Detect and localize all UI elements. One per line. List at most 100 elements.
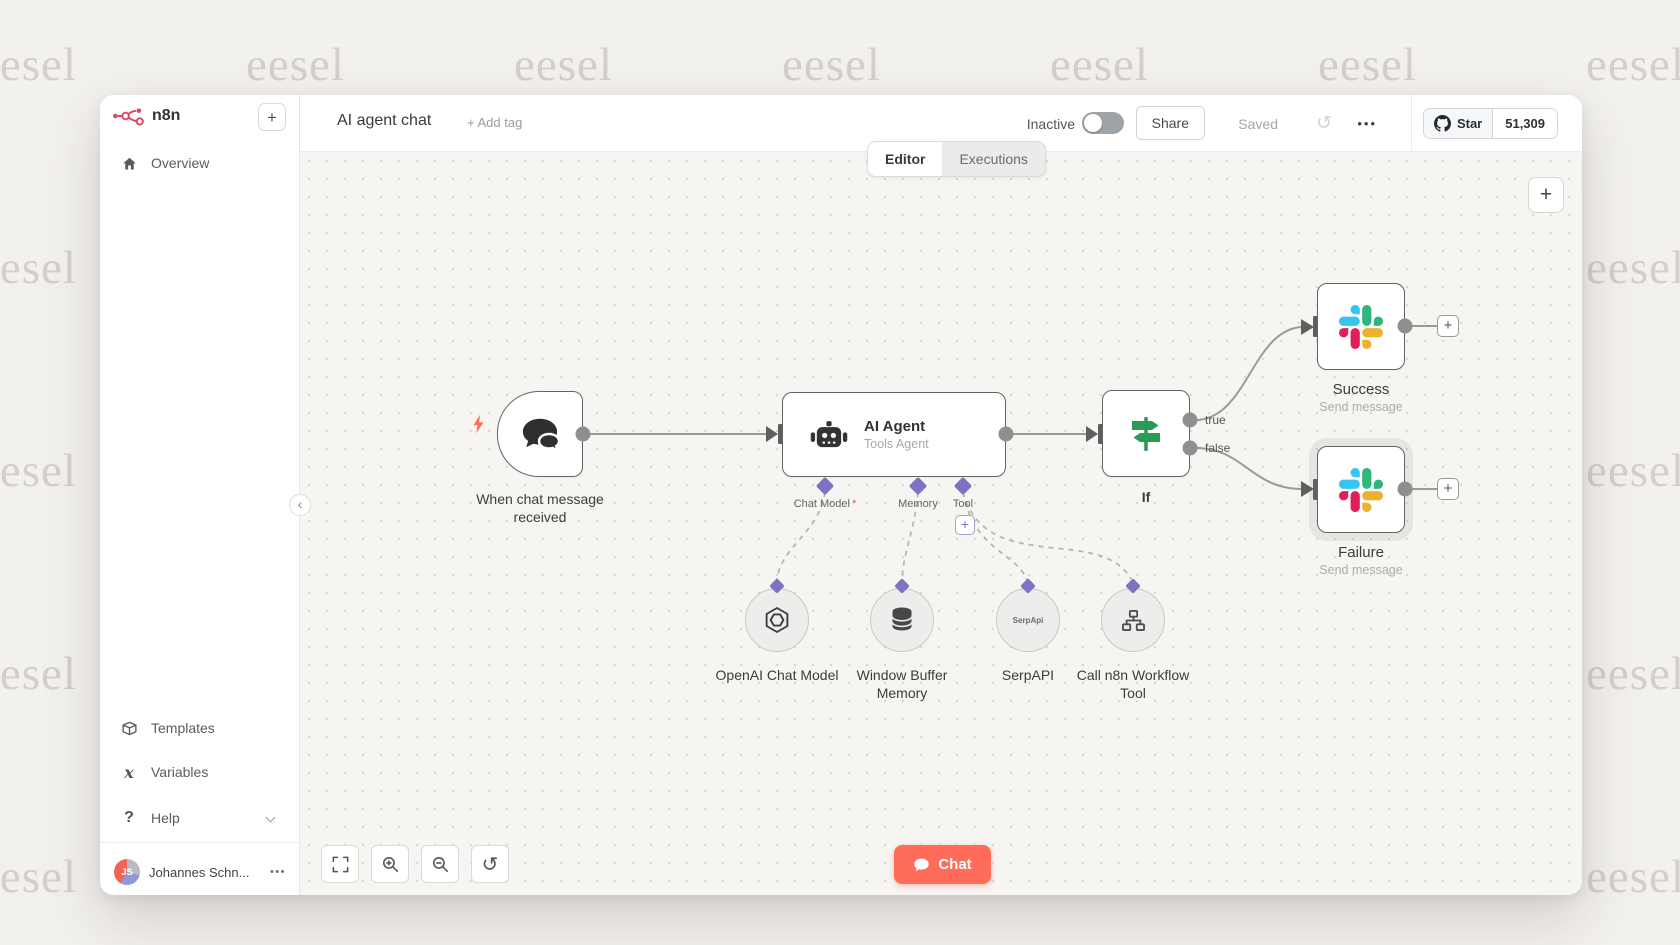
sidebar-item-help[interactable]: ? Help	[100, 798, 300, 838]
chevron-down-icon	[265, 812, 276, 823]
watermark-text: eesel	[0, 39, 77, 91]
user-menu[interactable]: JS Johannes Schn... •••	[100, 851, 300, 893]
watermark-text: eesel	[1586, 648, 1680, 700]
tab-executions[interactable]: Executions	[959, 151, 1028, 167]
node-call-n8n-workflow-tool[interactable]	[1101, 588, 1165, 652]
watermark-text: eesel	[1586, 242, 1680, 294]
fit-view-button[interactable]	[321, 845, 359, 883]
node-success-slack[interactable]	[1317, 283, 1405, 370]
success-add-next-button[interactable]: +	[1437, 315, 1459, 337]
node-label: Success	[1332, 381, 1390, 398]
variable-x-icon: x	[124, 762, 134, 782]
sidebar-collapse-button[interactable]: ‹	[289, 494, 311, 516]
sitemap-icon	[1121, 609, 1146, 632]
github-icon	[1433, 115, 1451, 132]
tab-editor[interactable]: Editor	[868, 142, 943, 176]
add-tag-button[interactable]: + Add tag	[467, 115, 523, 130]
package-icon	[119, 720, 139, 737]
node-window-buffer-memory[interactable]	[870, 588, 934, 652]
node-when-chat-message-received[interactable]	[497, 391, 583, 477]
connection-wires	[583, 316, 1437, 581]
chat-button-label: Chat	[938, 856, 972, 873]
node-label: Window Buffer Memory	[856, 667, 948, 702]
serpapi-icon: SerpApi	[1012, 615, 1044, 625]
n8n-app-window: n8n + Overview Templates x Variables ? H…	[100, 95, 1582, 895]
node-label: Call n8n Workflow Tool	[1076, 667, 1190, 702]
reset-view-button[interactable]: ↺	[471, 845, 509, 883]
database-icon	[889, 606, 915, 634]
chat-bubbles-icon	[517, 415, 563, 453]
port-label-chat-model: Chat Model*	[793, 498, 857, 510]
solid-wires	[583, 325, 1437, 490]
sidebar-divider	[100, 842, 300, 843]
watermark-text: eesel	[782, 39, 881, 91]
workflow-canvas[interactable]: + When chat message received	[300, 152, 1582, 895]
agent-title: AI Agent	[864, 418, 926, 435]
watermark-text: eesel	[0, 851, 77, 903]
sidebar-item-label: Help	[151, 810, 180, 826]
github-star-widget[interactable]: Star 51,309	[1422, 108, 1558, 139]
node-sublabel: Send message	[1319, 400, 1403, 414]
github-star-button[interactable]: Star	[1423, 109, 1494, 138]
if-true-output-dot[interactable]	[1182, 412, 1198, 428]
node-openai-chat-model[interactable]	[745, 588, 809, 652]
watermark-text: eesel	[1050, 39, 1149, 91]
more-menu-button[interactable]: •••	[1357, 116, 1377, 131]
sidebar-item-label: Variables	[151, 764, 209, 780]
node-if[interactable]	[1102, 390, 1190, 477]
node-label: SerpAPI	[1001, 667, 1055, 683]
user-name: Johannes Schn...	[149, 864, 250, 880]
github-star-count: 51,309	[1505, 116, 1545, 131]
fit-view-icon	[332, 856, 348, 872]
n8n-logo: n8n	[112, 105, 180, 127]
watermark-text: eesel	[0, 445, 77, 497]
node-label: Failure	[1338, 544, 1384, 561]
chat-button[interactable]: Chat	[894, 845, 991, 884]
zoom-in-button[interactable]	[371, 845, 409, 883]
saved-status: Saved	[1238, 115, 1278, 132]
watermark-text: eesel	[514, 39, 613, 91]
zoom-out-button[interactable]	[421, 845, 459, 883]
topbar-divider	[1411, 95, 1412, 152]
user-more-icon[interactable]: •••	[269, 866, 286, 878]
add-node-button[interactable]: +	[1528, 177, 1564, 213]
github-star-label: Star	[1456, 116, 1483, 131]
node-label: When chat message received	[476, 491, 604, 526]
failure-output-dot[interactable]	[1397, 481, 1413, 497]
sidebar-item-variables[interactable]: x Variables	[100, 752, 300, 792]
trigger-output-dot[interactable]	[575, 426, 591, 442]
branch-label-false: false	[1205, 441, 1231, 455]
zoom-out-icon	[432, 856, 448, 872]
watermark-text: eesel	[1586, 851, 1680, 903]
question-mark-icon: ?	[124, 809, 134, 826]
branch-label-true: true	[1205, 413, 1226, 427]
if-false-output-dot[interactable]	[1182, 440, 1198, 456]
watermark-text: eesel	[1586, 445, 1680, 497]
watermark-text: eesel	[1586, 39, 1680, 91]
workflow-title[interactable]: AI agent chat	[337, 112, 432, 129]
agent-output-dot[interactable]	[998, 426, 1014, 442]
node-serpapi[interactable]: SerpApi	[996, 588, 1060, 652]
n8n-logo-text: n8n	[152, 107, 181, 124]
robot-icon	[809, 419, 849, 451]
add-tool-button[interactable]: +	[955, 515, 975, 535]
node-ai-agent[interactable]: AI Agent Tools Agent	[782, 392, 1006, 477]
node-sublabel: Send message	[1319, 563, 1403, 577]
port-label-tool: Tool	[952, 498, 974, 510]
openai-icon	[762, 605, 792, 635]
n8n-logo-icon	[112, 105, 145, 127]
node-failure-slack[interactable]	[1317, 446, 1405, 533]
share-button[interactable]: Share	[1135, 106, 1205, 140]
dashed-wires	[776, 491, 1132, 581]
activation-toggle[interactable]	[1082, 112, 1124, 134]
chat-bubble-icon	[913, 857, 930, 873]
sidebar-item-label: Overview	[151, 155, 210, 171]
agent-subtitle: Tools Agent	[864, 437, 929, 451]
toggle-knob	[1084, 114, 1102, 132]
success-output-dot[interactable]	[1397, 318, 1413, 334]
failure-add-next-button[interactable]: +	[1437, 478, 1459, 500]
sidebar-item-overview[interactable]: Overview	[100, 143, 300, 183]
sidebar-item-templates[interactable]: Templates	[100, 708, 300, 748]
slack-icon	[1339, 467, 1383, 512]
new-workflow-button[interactable]: +	[258, 103, 286, 131]
